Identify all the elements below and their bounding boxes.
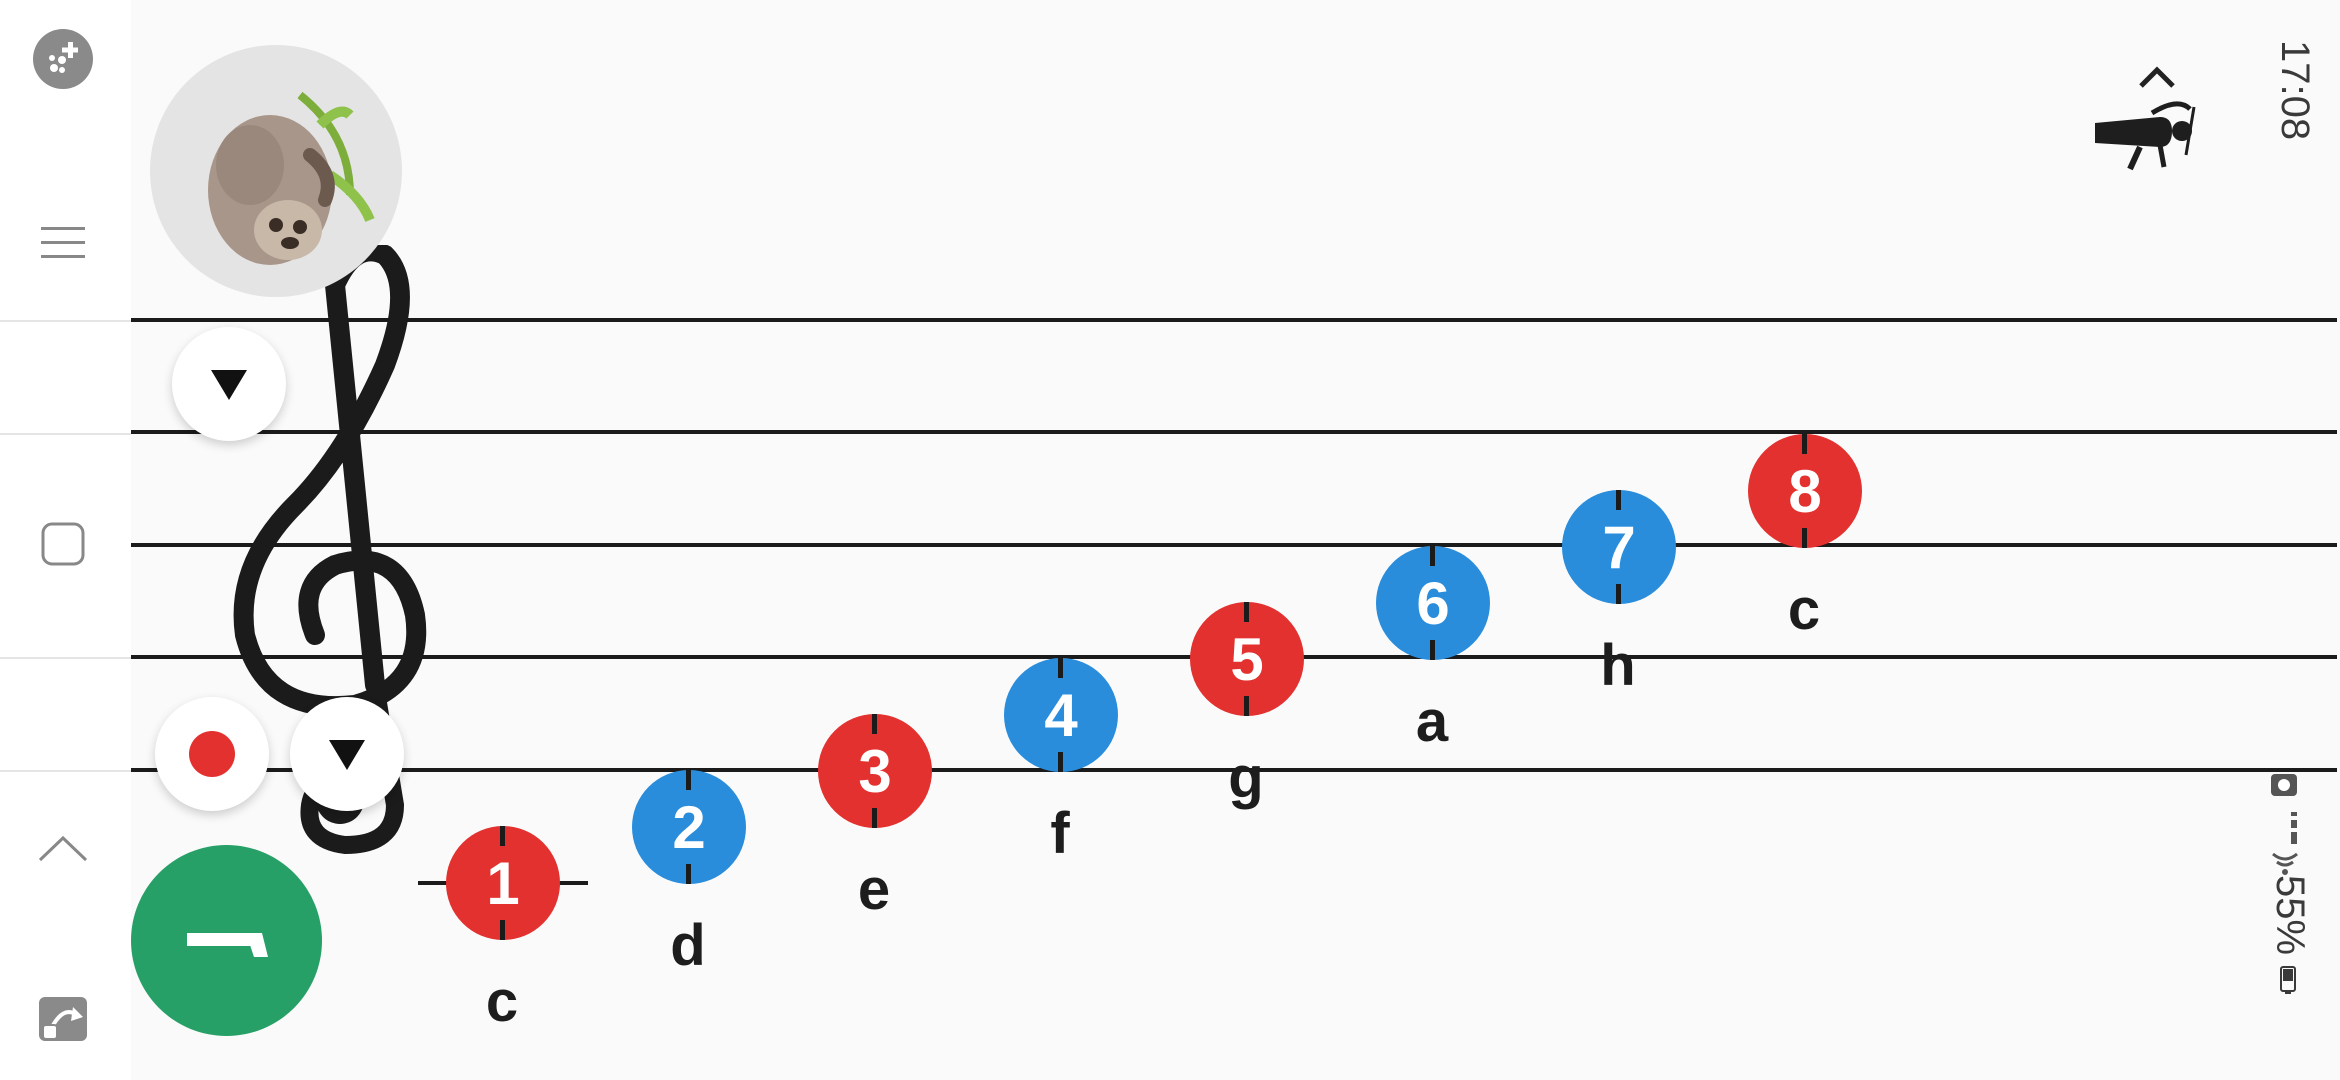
rotate-screen-icon bbox=[39, 997, 87, 1041]
number-one-icon bbox=[186, 932, 268, 957]
violinist-icon bbox=[2095, 101, 2196, 171]
gamepad-icon bbox=[33, 29, 93, 89]
staff-line bbox=[131, 430, 2337, 434]
nav-divider bbox=[0, 433, 131, 435]
note-number: 5 bbox=[1230, 625, 1264, 693]
instrument-selector[interactable] bbox=[2090, 95, 2200, 175]
note-8[interactable]: 8 bbox=[1748, 434, 1862, 548]
note-name: c bbox=[485, 969, 519, 1034]
status-time: 17:08 bbox=[2273, 40, 2317, 141]
staff-line bbox=[131, 768, 2337, 772]
battery-icon bbox=[2279, 966, 2296, 995]
note-4[interactable]: 4 bbox=[1004, 658, 1118, 772]
sloth-avatar[interactable] bbox=[150, 45, 402, 297]
note-tick bbox=[1058, 658, 1063, 678]
note-tick bbox=[1244, 696, 1249, 716]
note-tick bbox=[1244, 602, 1249, 622]
note-6[interactable]: 6 bbox=[1376, 546, 1490, 660]
note-number: 1 bbox=[486, 849, 520, 917]
status-battery: 55% bbox=[2260, 875, 2320, 1025]
home-button[interactable] bbox=[30, 511, 96, 577]
staff-line bbox=[131, 543, 2337, 547]
note-number: 8 bbox=[1788, 457, 1822, 525]
clef-dropdown-button[interactable] bbox=[172, 327, 286, 441]
triangle-down-icon bbox=[329, 740, 365, 770]
note-tick bbox=[1430, 546, 1435, 566]
note-number: 7 bbox=[1602, 513, 1636, 581]
note-number: 4 bbox=[1044, 681, 1078, 749]
nav-divider bbox=[0, 657, 131, 659]
square-home-icon bbox=[41, 522, 85, 566]
nav-divider bbox=[0, 770, 131, 772]
note-tick bbox=[686, 864, 691, 884]
game-launcher-button[interactable] bbox=[30, 26, 96, 92]
note-tick bbox=[1802, 528, 1807, 548]
rotate-screen-button[interactable] bbox=[30, 986, 96, 1052]
signal-icon bbox=[2272, 812, 2298, 875]
note-tick bbox=[1430, 640, 1435, 660]
chevron-up-icon bbox=[38, 835, 88, 862]
scale-dropdown-button[interactable] bbox=[290, 697, 404, 811]
back-button[interactable] bbox=[30, 815, 96, 881]
note-name: a bbox=[1415, 689, 1449, 754]
note-tick bbox=[500, 826, 505, 846]
menu-button[interactable] bbox=[30, 209, 96, 275]
note-tick bbox=[500, 920, 505, 940]
note-tick bbox=[872, 714, 877, 734]
note-name: h bbox=[1600, 633, 1636, 698]
note-tick bbox=[686, 770, 691, 790]
screenshot-notification-icon bbox=[2271, 774, 2297, 796]
note-number: 2 bbox=[672, 793, 706, 861]
note-2[interactable]: 2 bbox=[632, 770, 746, 884]
note-7[interactable]: 7 bbox=[1562, 490, 1676, 604]
note-name: d bbox=[670, 913, 706, 978]
note-1[interactable]: 1 bbox=[446, 826, 560, 940]
note-tick bbox=[1616, 490, 1621, 510]
sloth-avatar-icon bbox=[208, 91, 375, 265]
note-tick bbox=[1616, 584, 1621, 604]
note-5[interactable]: 5 bbox=[1190, 602, 1304, 716]
note-tick bbox=[1802, 434, 1807, 454]
triangle-down-icon bbox=[211, 370, 247, 400]
note-name: g bbox=[1228, 745, 1264, 810]
note-number: 3 bbox=[858, 737, 892, 805]
note-3[interactable]: 3 bbox=[818, 714, 932, 828]
staff-line bbox=[131, 318, 2337, 322]
record-dot-icon bbox=[189, 731, 235, 777]
note-name: c bbox=[1787, 577, 1821, 642]
note-tick bbox=[1058, 752, 1063, 772]
note-tick bbox=[872, 808, 877, 828]
navigation-bar bbox=[0, 0, 131, 1080]
note-name: e bbox=[857, 857, 891, 922]
nav-divider bbox=[0, 320, 131, 322]
note-name: f bbox=[1050, 801, 1070, 866]
hamburger-menu-icon bbox=[41, 227, 85, 258]
chevron-up-icon bbox=[2139, 66, 2175, 88]
note-number: 6 bbox=[1416, 569, 1450, 637]
record-button[interactable] bbox=[155, 697, 269, 811]
collapse-button[interactable] bbox=[2135, 62, 2179, 92]
start-button[interactable] bbox=[131, 845, 322, 1036]
